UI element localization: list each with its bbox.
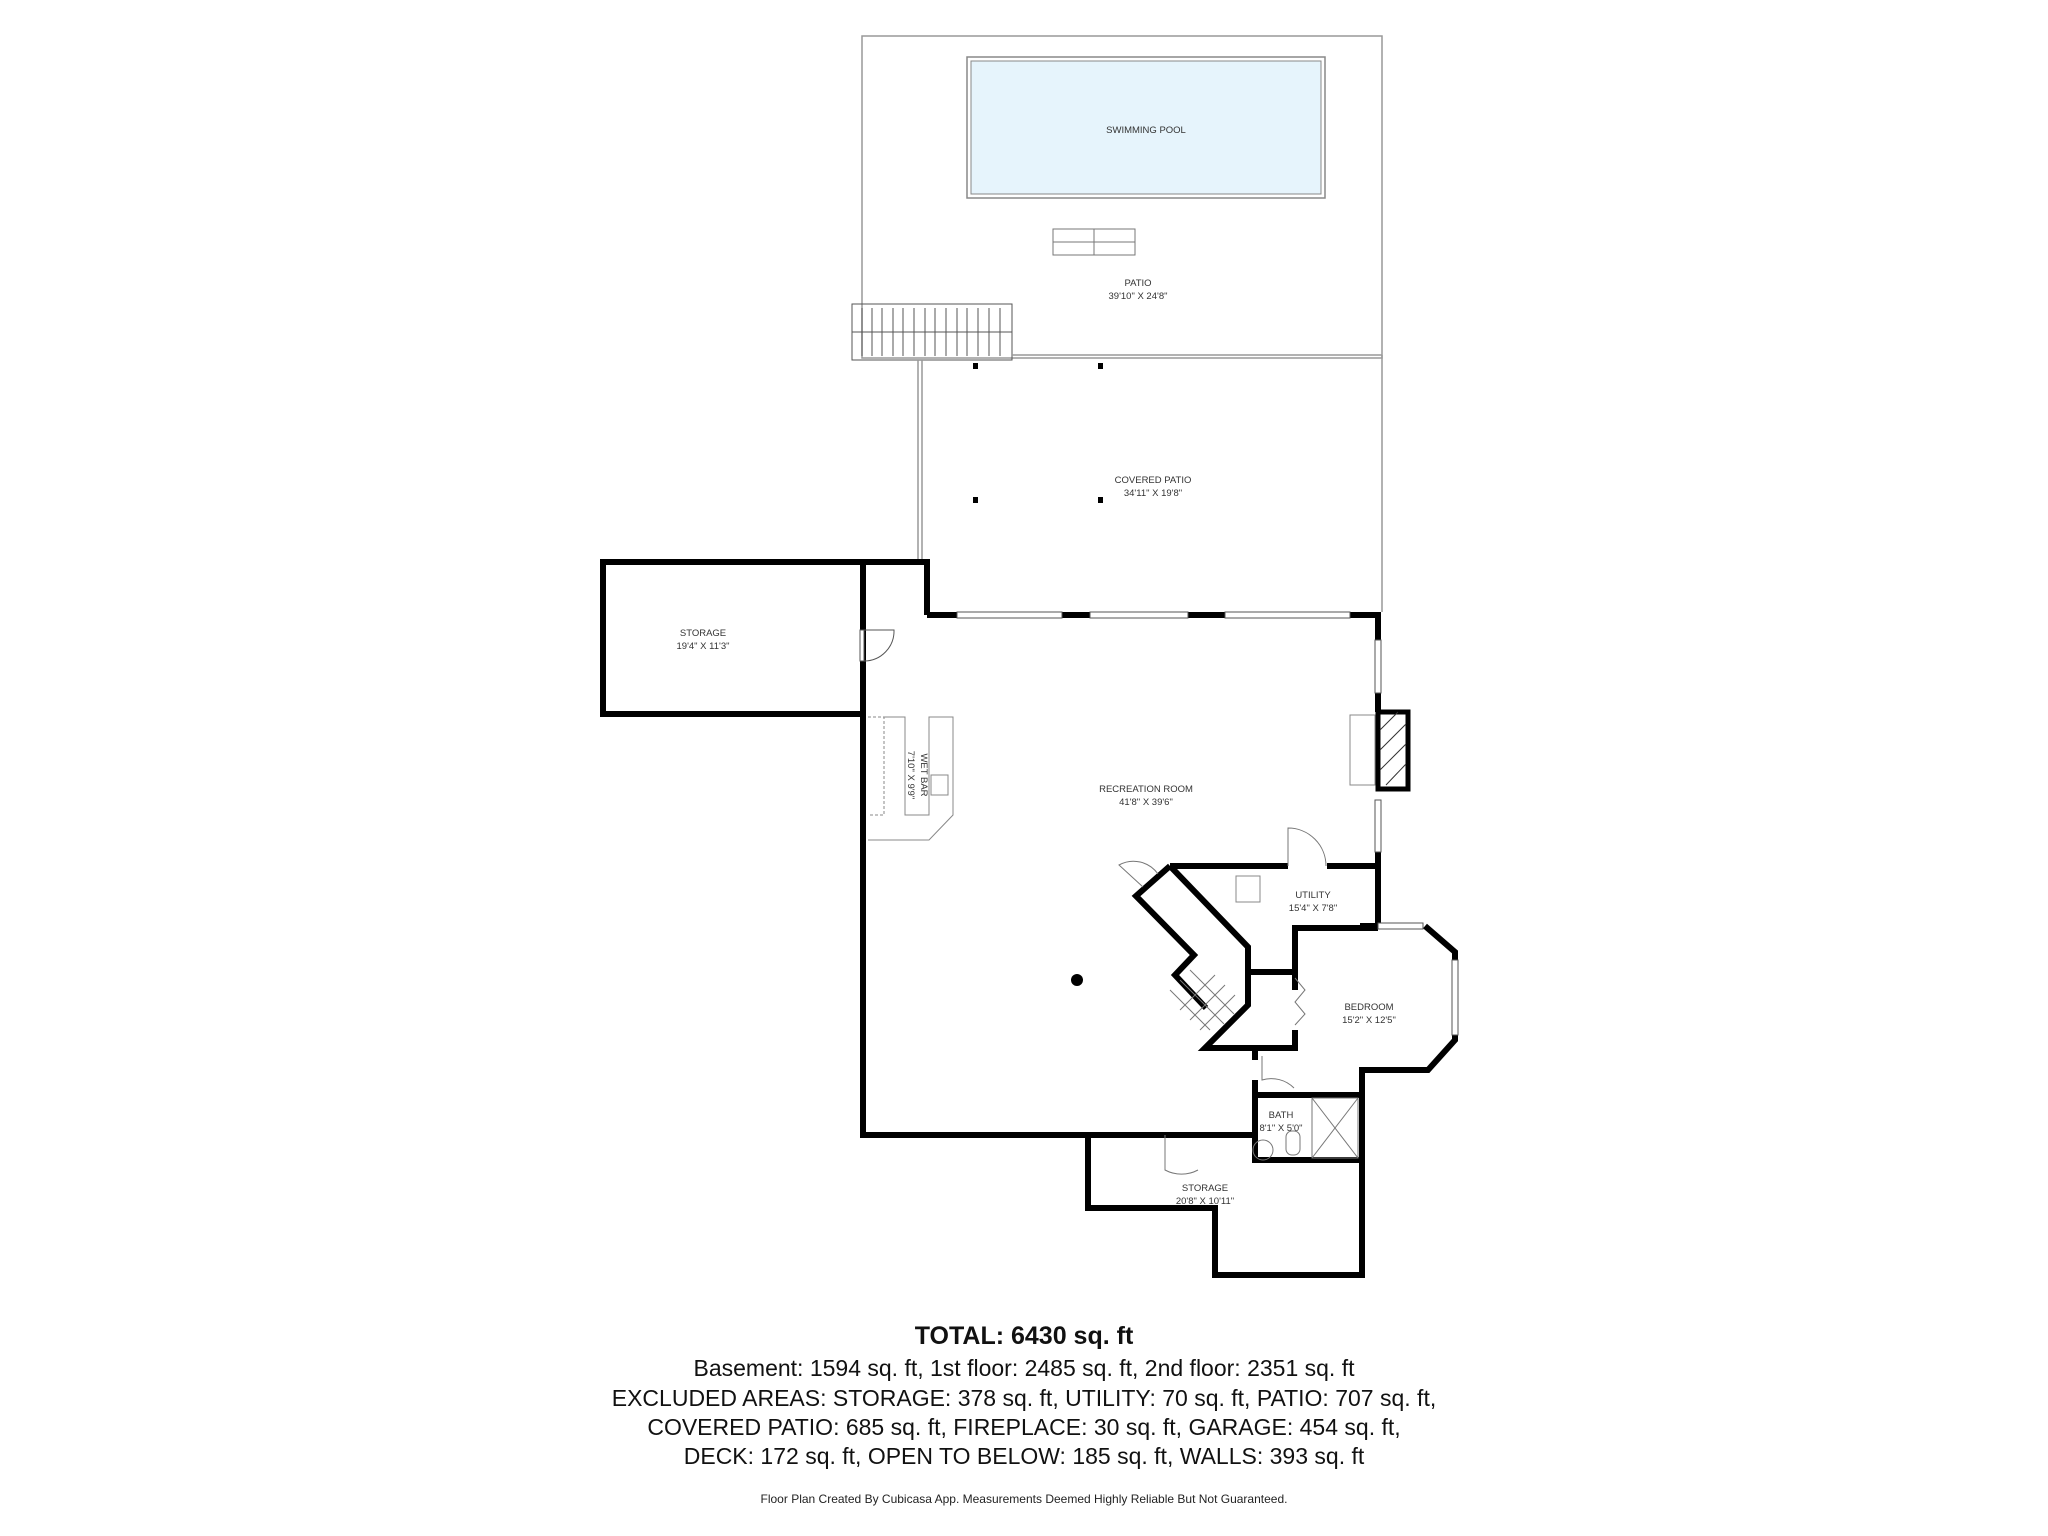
dims-storage-bottom: 20'8" X 10'11" [1176,1196,1234,1207]
floor-plan: SWIMMING POOL PATIO 39'10" X 24'8" COVER… [600,35,1459,1278]
label-swimming-pool: SWIMMING POOL [1106,125,1186,136]
dims-recreation-room: 41'8" X 39'6" [1119,797,1173,808]
excluded-areas-1: EXCLUDED AREAS: STORAGE: 378 sq. ft, UTI… [611,1385,1437,1411]
pool-steps-icon [1052,228,1136,256]
dims-bedroom: 15'2" X 12'5" [1342,1015,1396,1026]
patio-windows [956,611,1382,853]
storage-left-walls [600,559,930,717]
dims-wet-bar: 7'10" X 9'9" [905,751,916,799]
deck-stairs [851,303,1013,361]
dims-covered-patio: 34'11" X 19'8" [1124,488,1182,499]
column-icon [1071,974,1083,986]
floor-areas: Basement: 1594 sq. ft, 1st floor: 2485 s… [693,1355,1355,1381]
excluded-areas-2: COVERED PATIO: 685 sq. ft, FIREPLACE: 30… [647,1414,1401,1440]
excluded-areas-3: DECK: 172 sq. ft, OPEN TO BELOW: 185 sq.… [683,1443,1365,1469]
dims-patio: 39'10" X 24'8" [1109,291,1168,302]
storage-door-icon [859,629,895,662]
door-swings [1118,827,1327,1175]
recreation-room-walls [860,612,1381,1138]
dims-storage-left: 19'4" X 11'3" [677,641,730,652]
label-wet-bar: WET BAR [918,753,929,796]
total-area: TOTAL: 6430 sq. ft [914,1322,1134,1350]
label-bedroom: BEDROOM [1344,1002,1393,1013]
label-storage-left: STORAGE [680,628,726,639]
label-storage-bottom: STORAGE [1182,1183,1228,1194]
bedroom-windows [1377,922,1459,1036]
patio-area [861,35,1383,359]
wet-bar [868,716,954,841]
label-bath: BATH [1269,1110,1294,1121]
patio-posts [973,363,1103,503]
dims-bath: 8'1" X 5'0" [1259,1123,1302,1134]
label-recreation-room: RECREATION ROOM [1099,784,1193,795]
label-utility: UTILITY [1295,890,1331,901]
bath-fixtures [1252,1097,1359,1161]
utility-unit-icon [1235,875,1261,903]
covered-patio-area [917,354,1383,612]
stairs [1169,969,1236,1031]
label-covered-patio: COVERED PATIO [1115,475,1192,486]
disclaimer: Floor Plan Created By Cubicasa App. Meas… [760,1492,1288,1506]
dims-utility: 15'4" X 7'8" [1289,903,1337,914]
swimming-pool [966,56,1326,199]
label-patio: PATIO [1124,278,1151,289]
fireplace-icon [1349,709,1411,792]
